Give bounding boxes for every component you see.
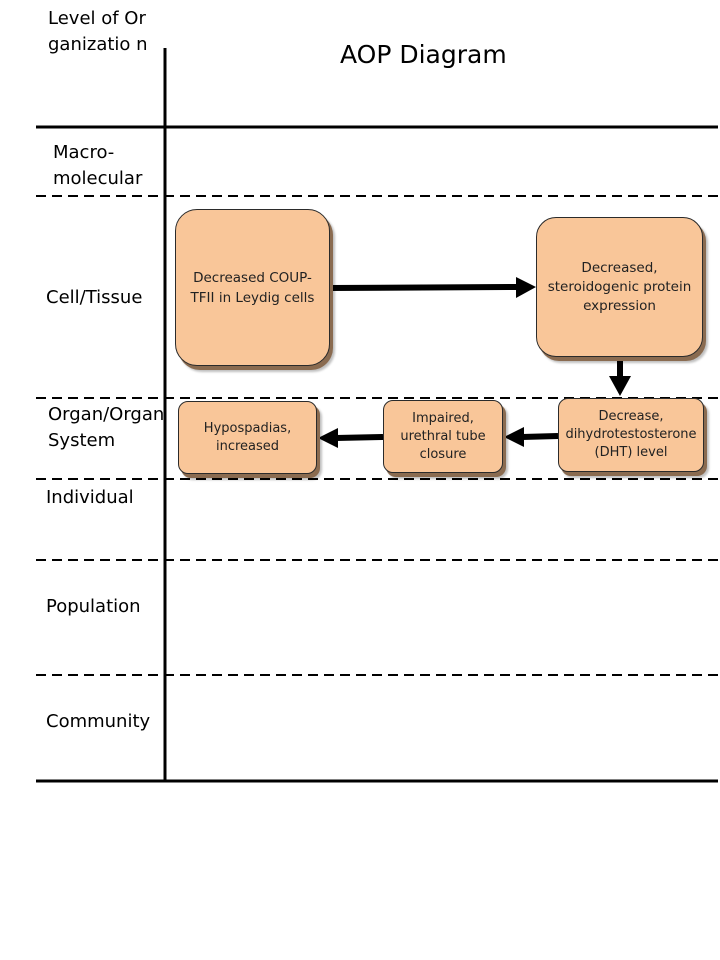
event-box-urethral: Impaired, urethral tube closure (383, 400, 503, 473)
event-label-hypospadias: Hypospadias, increased (203, 420, 292, 454)
event-box-dht: Decrease, dihydrotestosterone (DHT) leve… (558, 398, 704, 472)
arrow-dht-to-urethral (504, 427, 559, 447)
arrow-coup-to-steroidogenic (329, 277, 536, 298)
diagram-title: AOP Diagram (340, 40, 507, 69)
arrow-steroidogenic-to-dht (609, 358, 631, 396)
level-label-individual: Individual (46, 487, 134, 508)
event-label-dht: Decrease, dihydrotestosterone (DHT) leve… (565, 409, 697, 460)
event-box-coup-tfii: Decreased COUP-TFII in Leydig cells (175, 209, 330, 366)
level-label-macromolecular: Macro- molecular (53, 142, 143, 189)
level-label-population: Population (46, 596, 141, 617)
event-label-urethral: Impaired, urethral tube closure (400, 410, 486, 462)
level-column-title: Level of Organizatio n (48, 8, 148, 55)
arrow-urethral-to-hypospadias (318, 428, 384, 448)
level-label-cell-tissue: Cell/Tissue (46, 287, 143, 308)
event-label-steroidogenic: Decreased, steroidogenic protein express… (547, 259, 692, 314)
event-box-steroidogenic: Decreased, steroidogenic protein express… (536, 217, 703, 357)
level-label-community: Community (46, 711, 151, 732)
level-label-organ-system: Organ/Organ System (48, 404, 165, 451)
event-label-coup-tfii: Decreased COUP-TFII in Leydig cells (190, 269, 315, 306)
event-box-hypospadias: Hypospadias, increased (178, 401, 317, 474)
